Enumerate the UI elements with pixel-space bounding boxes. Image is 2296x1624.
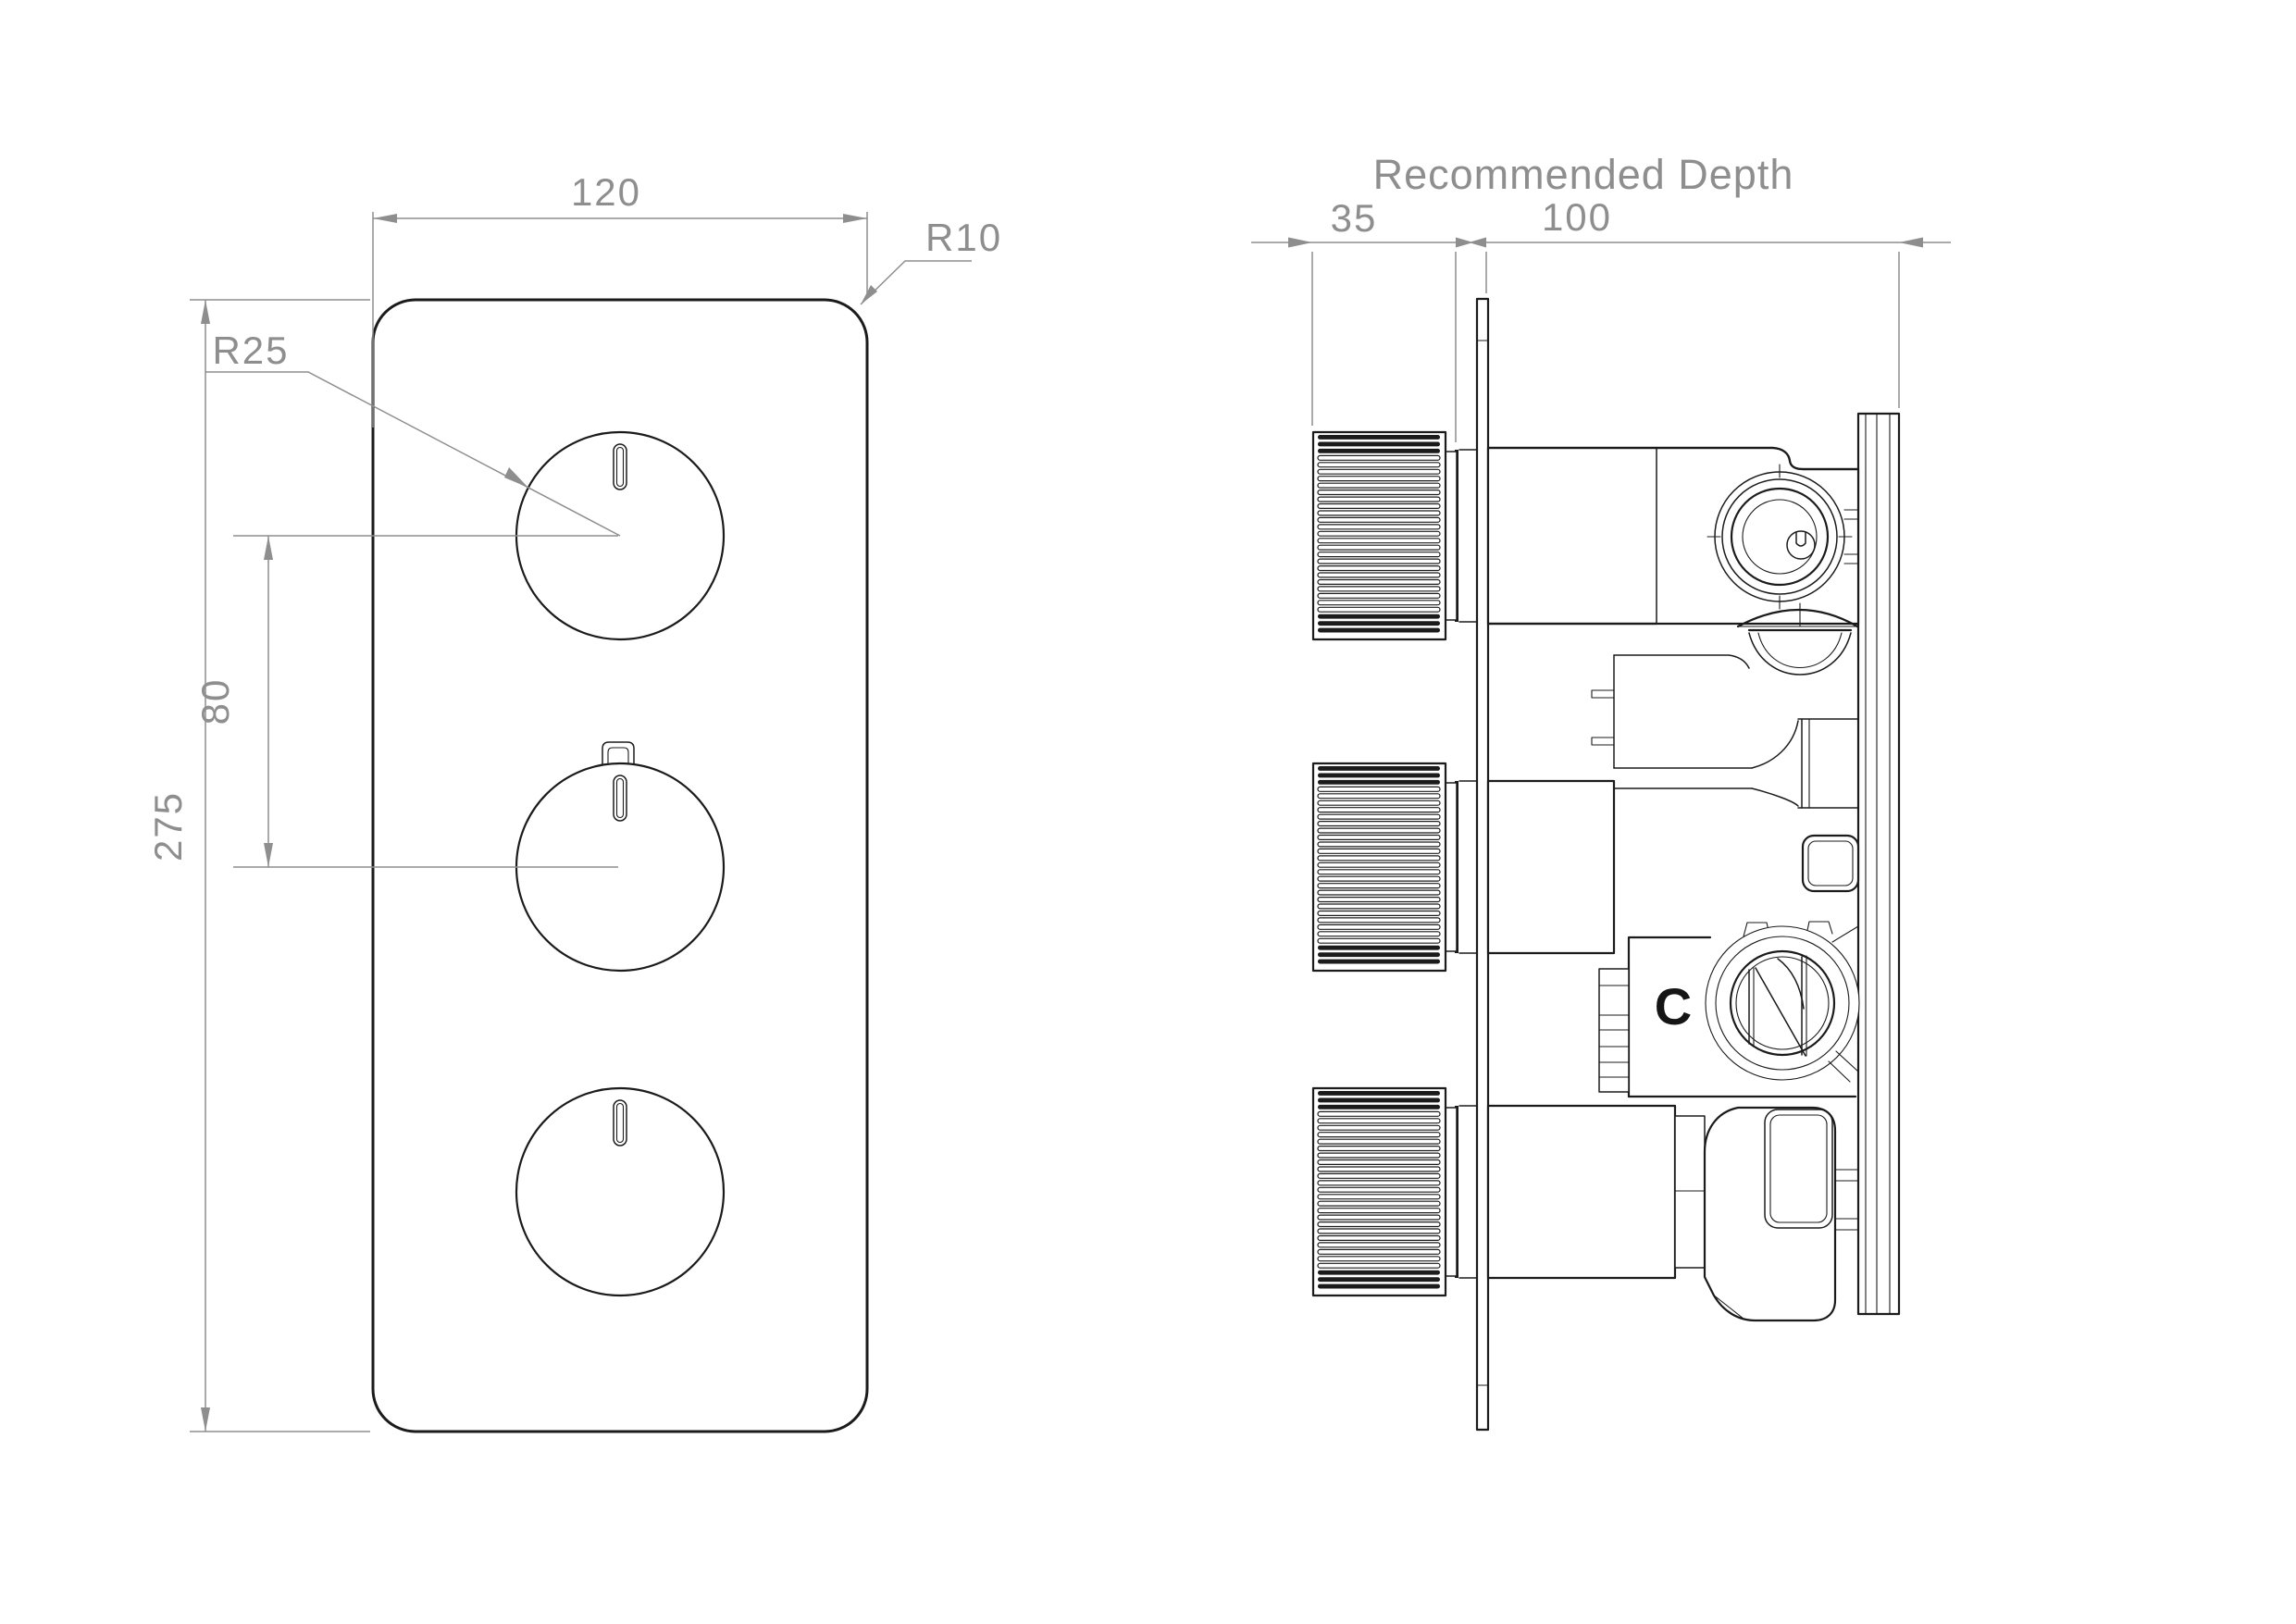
middle-outlet-pipe (1613, 718, 1859, 809)
check-valve-port (1705, 925, 1860, 1081)
bracket-clip (1801, 834, 1860, 893)
set-screw-detail (1786, 530, 1816, 560)
bottom-outlet (1703, 1106, 1859, 1322)
side-knobs (1311, 430, 1478, 1297)
dim-spacing-lines (233, 535, 618, 868)
dim-spacing-label: 80 (193, 678, 237, 725)
knob-indicator-slots (613, 443, 627, 1147)
top-port (1706, 464, 1853, 610)
side-view: C (1251, 151, 1951, 1432)
dim-extension-lines (1311, 252, 1900, 442)
dim-protrusion-label: 35 (1331, 196, 1378, 240)
dim-depth-label: 100 (1542, 195, 1612, 239)
side-knob-top (1311, 430, 1478, 641)
top-cartridge-section (1486, 446, 1860, 676)
recommended-depth-title: Recommended Depth (1373, 151, 1794, 198)
front-knob-bottom (515, 1086, 726, 1297)
front-dimensions: 120 275 80 R25 R10 (146, 170, 1002, 1432)
front-view: 120 275 80 R25 R10 (146, 170, 1002, 1433)
body-marking-letter: C (1655, 977, 1692, 1035)
middle-knob-tab (602, 741, 635, 767)
side-dimensions: Recommended Depth 35 100 (1251, 151, 1951, 442)
side-knob-middle (1311, 762, 1478, 973)
corner-radius-label: R10 (925, 216, 1002, 259)
wall-plate (1475, 297, 1490, 1432)
bottom-collar (1674, 1115, 1706, 1269)
mounting-bracket (1856, 412, 1901, 1316)
dim-height-label: 275 (146, 791, 190, 862)
dim-width-label: 120 (571, 170, 641, 214)
leader-corner-radius (860, 260, 972, 305)
middle-cartridge-section (1486, 654, 1859, 955)
dim-height-lines (190, 299, 370, 1432)
upper-union-dome (1736, 602, 1859, 676)
central-casting: C (1598, 921, 1860, 1098)
hex-bolt-stack (1598, 968, 1630, 1093)
knob-radius-label: R25 (212, 329, 289, 372)
side-knob-bottom (1311, 1086, 1478, 1297)
bottom-section (1486, 1104, 1859, 1322)
dim-width-lines (372, 212, 868, 428)
